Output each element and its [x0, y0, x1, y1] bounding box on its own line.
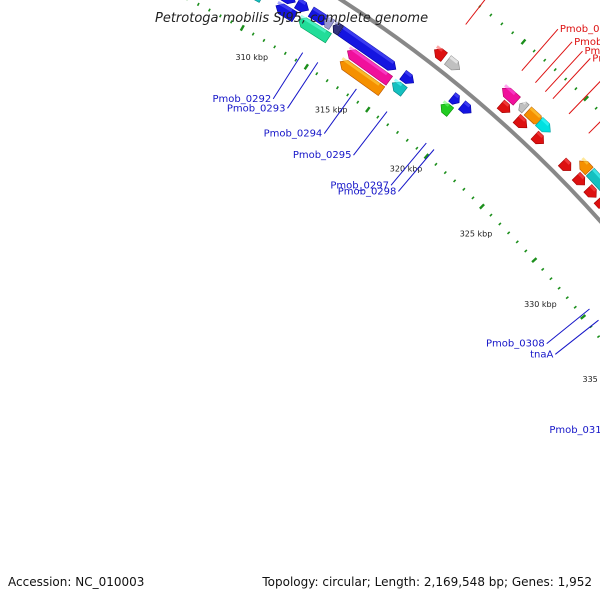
tick-mark — [263, 39, 265, 42]
kbp-label: 330 kbp — [524, 300, 557, 309]
accession-text: Accession: NC_010003 — [8, 575, 144, 589]
gene-label[interactable]: Pmob_0298 — [338, 186, 397, 197]
label-leader-line — [589, 94, 600, 133]
tick-mark — [574, 306, 576, 308]
tick-mark — [525, 250, 527, 252]
gene-label[interactable]: Pmob_0295 — [293, 150, 352, 161]
tick-mark — [508, 232, 510, 234]
tick-mark — [575, 88, 577, 90]
tick-mark — [566, 297, 568, 299]
tick-mark — [516, 241, 518, 243]
tick-mark — [490, 14, 492, 16]
tick-mark — [285, 52, 287, 55]
tick-mark — [397, 131, 399, 133]
tick-mark — [544, 59, 546, 61]
map-title: Petrotoga mobilis SJ95, complete genome — [155, 11, 428, 26]
gene-feature[interactable] — [231, 0, 265, 3]
tick-mark — [305, 64, 308, 69]
tick-mark — [480, 204, 484, 208]
label-leader-line — [535, 42, 572, 83]
kbp-label: 325 kbp — [460, 229, 493, 238]
tick-mark — [542, 268, 544, 270]
tick-mark — [274, 46, 276, 49]
tick-mark — [565, 78, 567, 80]
tick-mark — [387, 124, 389, 126]
gene-label[interactable]: Pmob_0294 — [264, 129, 323, 140]
label-leader-line — [547, 309, 590, 344]
gene-label[interactable]: Pmob_0293 — [227, 103, 286, 114]
kbp-label: 310 kbp — [235, 53, 268, 62]
tick-mark — [472, 197, 474, 199]
gene-feature[interactable] — [281, 0, 295, 4]
tick-mark — [554, 69, 556, 71]
gene-features — [205, 0, 600, 437]
tick-mark — [198, 3, 199, 6]
tick-mark — [597, 336, 599, 338]
gene-label[interactable]: Pmob_0299 — [560, 24, 600, 35]
tick-mark — [444, 172, 446, 174]
tick-mark — [533, 50, 535, 52]
tick-mark — [454, 180, 456, 182]
tick-mark — [347, 94, 349, 96]
gene-feature[interactable] — [449, 93, 460, 105]
gene-label[interactable]: tnaA — [530, 349, 553, 360]
tick-mark — [501, 23, 503, 25]
tick-mark — [512, 32, 514, 34]
kbp-label: 335 kbp — [582, 375, 600, 384]
gene-label[interactable]: Pmob_0302 — [592, 53, 600, 64]
label-leader-line — [545, 51, 582, 91]
tick-mark — [316, 72, 318, 75]
gene-label[interactable]: Pmob_0308 — [486, 339, 545, 350]
kbp-label: 315 kbp — [315, 106, 348, 115]
label-leader-line — [466, 0, 500, 25]
label-leader-line — [555, 320, 598, 354]
tick-mark — [337, 87, 339, 90]
tick-mark — [490, 214, 492, 216]
tick-mark — [326, 79, 328, 82]
tick-mark — [463, 188, 465, 190]
tick-mark — [522, 40, 526, 45]
genome-summary-text: Topology: circular; Length: 2,169,548 bp… — [261, 575, 592, 589]
label-leader-line — [354, 112, 388, 156]
tick-mark — [416, 147, 418, 149]
tick-mark — [252, 33, 254, 36]
gene-label[interactable]: Pmob_0313 — [549, 425, 600, 436]
tick-mark — [499, 223, 501, 225]
gene-labels: Pmob_0292Pmob_0293Pmob_0294Pmob_0295Pmob… — [213, 0, 600, 436]
tick-mark — [532, 258, 536, 262]
tick-mark — [241, 25, 244, 30]
gene-feature[interactable] — [594, 196, 600, 209]
tick-mark — [558, 287, 560, 289]
tick-mark — [435, 163, 437, 165]
tick-mark — [295, 59, 297, 62]
tick-mark — [366, 107, 370, 112]
tick-mark — [357, 101, 359, 103]
genome-backbone — [209, 0, 600, 476]
tick-mark — [377, 116, 379, 118]
label-leader-line — [522, 29, 558, 70]
tick-mark — [595, 107, 597, 109]
label-leader-line — [553, 58, 590, 98]
tick-mark — [406, 139, 408, 141]
tick-mark — [550, 278, 552, 280]
